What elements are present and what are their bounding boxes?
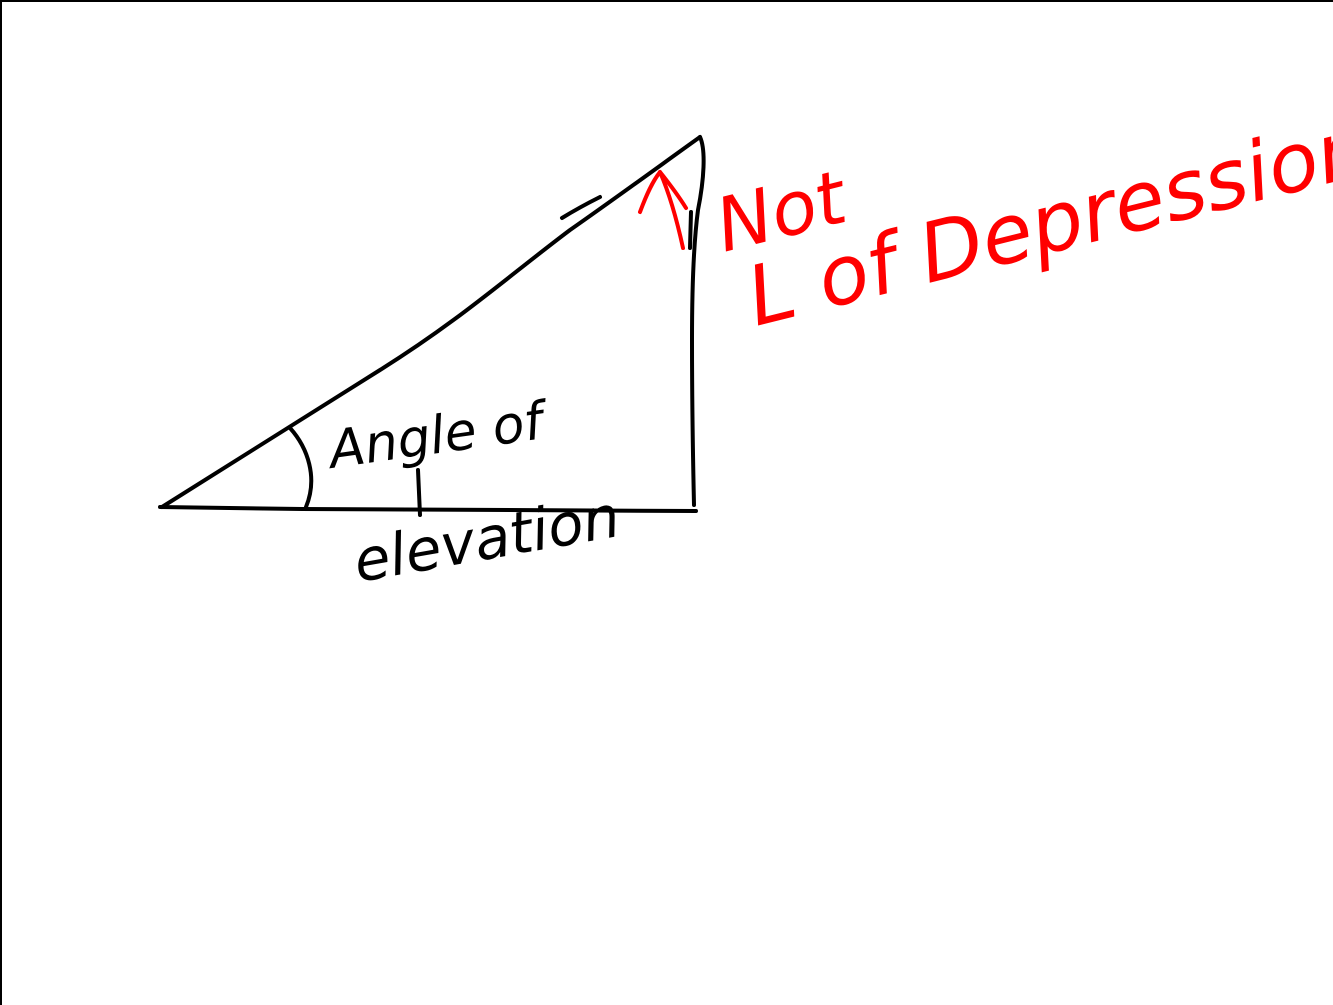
triangle-base [158,505,698,513]
angle-label-line1: Angle of [322,391,552,482]
angle-arc [288,426,314,509]
triangle-hypotenuse [160,135,702,509]
hypotenuse-overstroke [560,195,602,220]
angle-label-line2: elevation [349,482,625,596]
triangle-vertical-side [690,135,706,507]
red-up-arrowhead [638,170,688,214]
vertical-overstroke [688,210,693,250]
label-pointer [416,468,422,517]
red-up-arrow [658,170,685,250]
